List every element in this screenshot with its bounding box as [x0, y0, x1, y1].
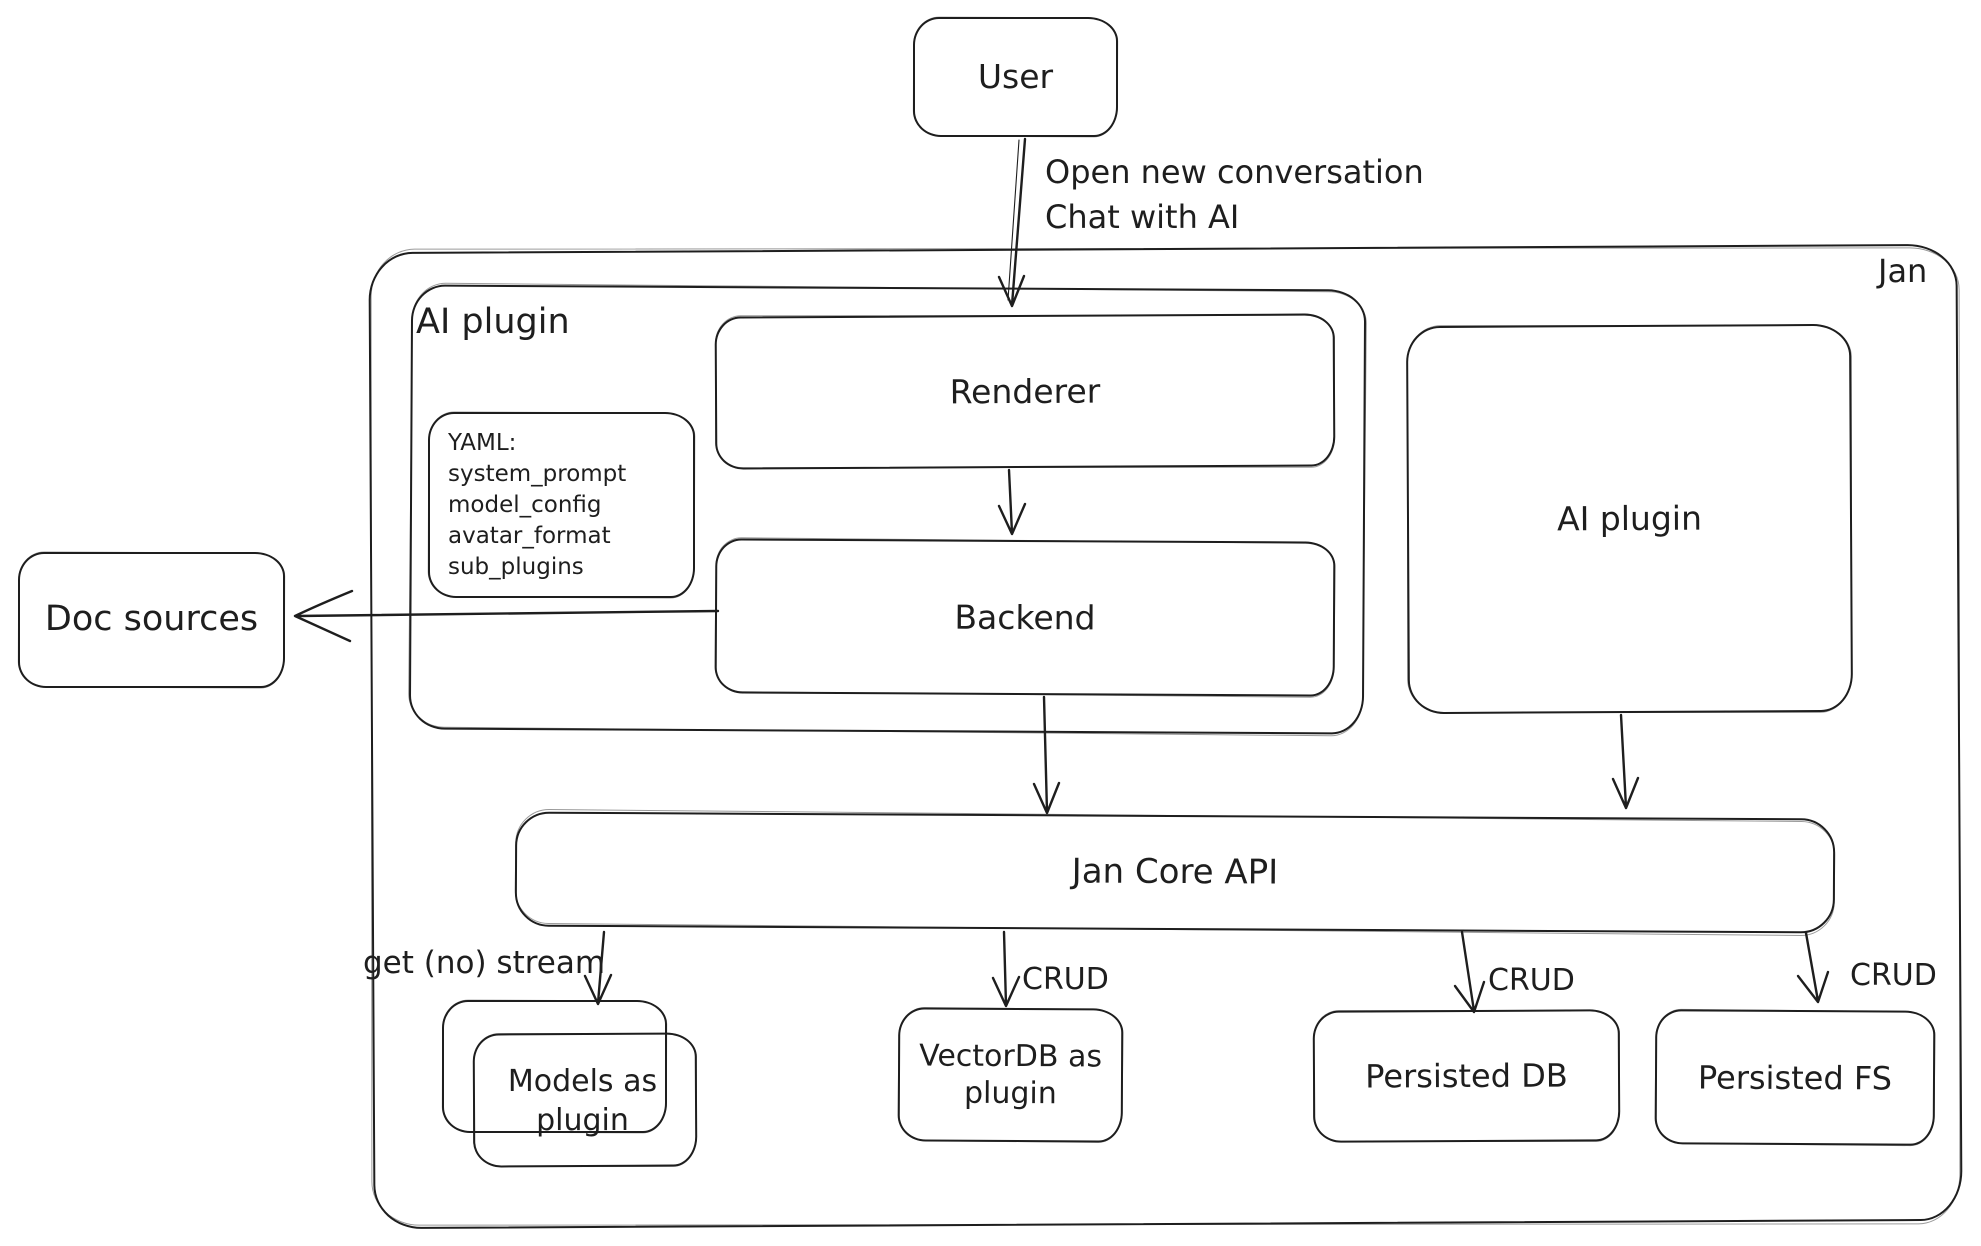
doc-sources-node: Doc sources — [18, 552, 285, 688]
persisted-db-node: Persisted DB — [1312, 1009, 1621, 1143]
yaml-note-line: YAML: — [448, 430, 517, 456]
renderer-node: Renderer — [714, 313, 1336, 470]
jan-container-label: Jan — [1878, 252, 1928, 290]
edge-label-crud-persisted-fs: CRUD — [1850, 958, 1937, 993]
edge-label-get-no-stream: get (no) stream — [363, 945, 606, 981]
yaml-note-line: avatar_format — [448, 523, 611, 549]
vectordb-node: VectorDB as plugin — [897, 1007, 1124, 1143]
yaml-note: YAML: system_prompt model_config avatar_… — [428, 412, 695, 598]
models-as-plugin-label: Models as plugin — [507, 1063, 658, 1138]
yaml-note-line: model_config — [448, 492, 602, 518]
ai-plugin-node: AI plugin — [1405, 323, 1854, 715]
yaml-note-line: system_prompt — [448, 461, 627, 487]
jan-core-api-node: Jan Core API — [514, 811, 1836, 934]
user-node: User — [913, 17, 1118, 137]
edge-label-open-conversation: Open new conversation — [1045, 153, 1424, 191]
backend-node: Backend — [714, 538, 1336, 697]
ai-plugin-container-label: AI plugin — [416, 302, 570, 342]
persisted-fs-node: Persisted FS — [1654, 1009, 1936, 1146]
edge-label-crud-vectordb: CRUD — [1022, 962, 1109, 997]
edge-label-chat-with-ai: Chat with AI — [1045, 198, 1240, 236]
edge-label-crud-persisted-db: CRUD — [1488, 963, 1575, 998]
yaml-note-line: sub_plugins — [448, 554, 584, 580]
